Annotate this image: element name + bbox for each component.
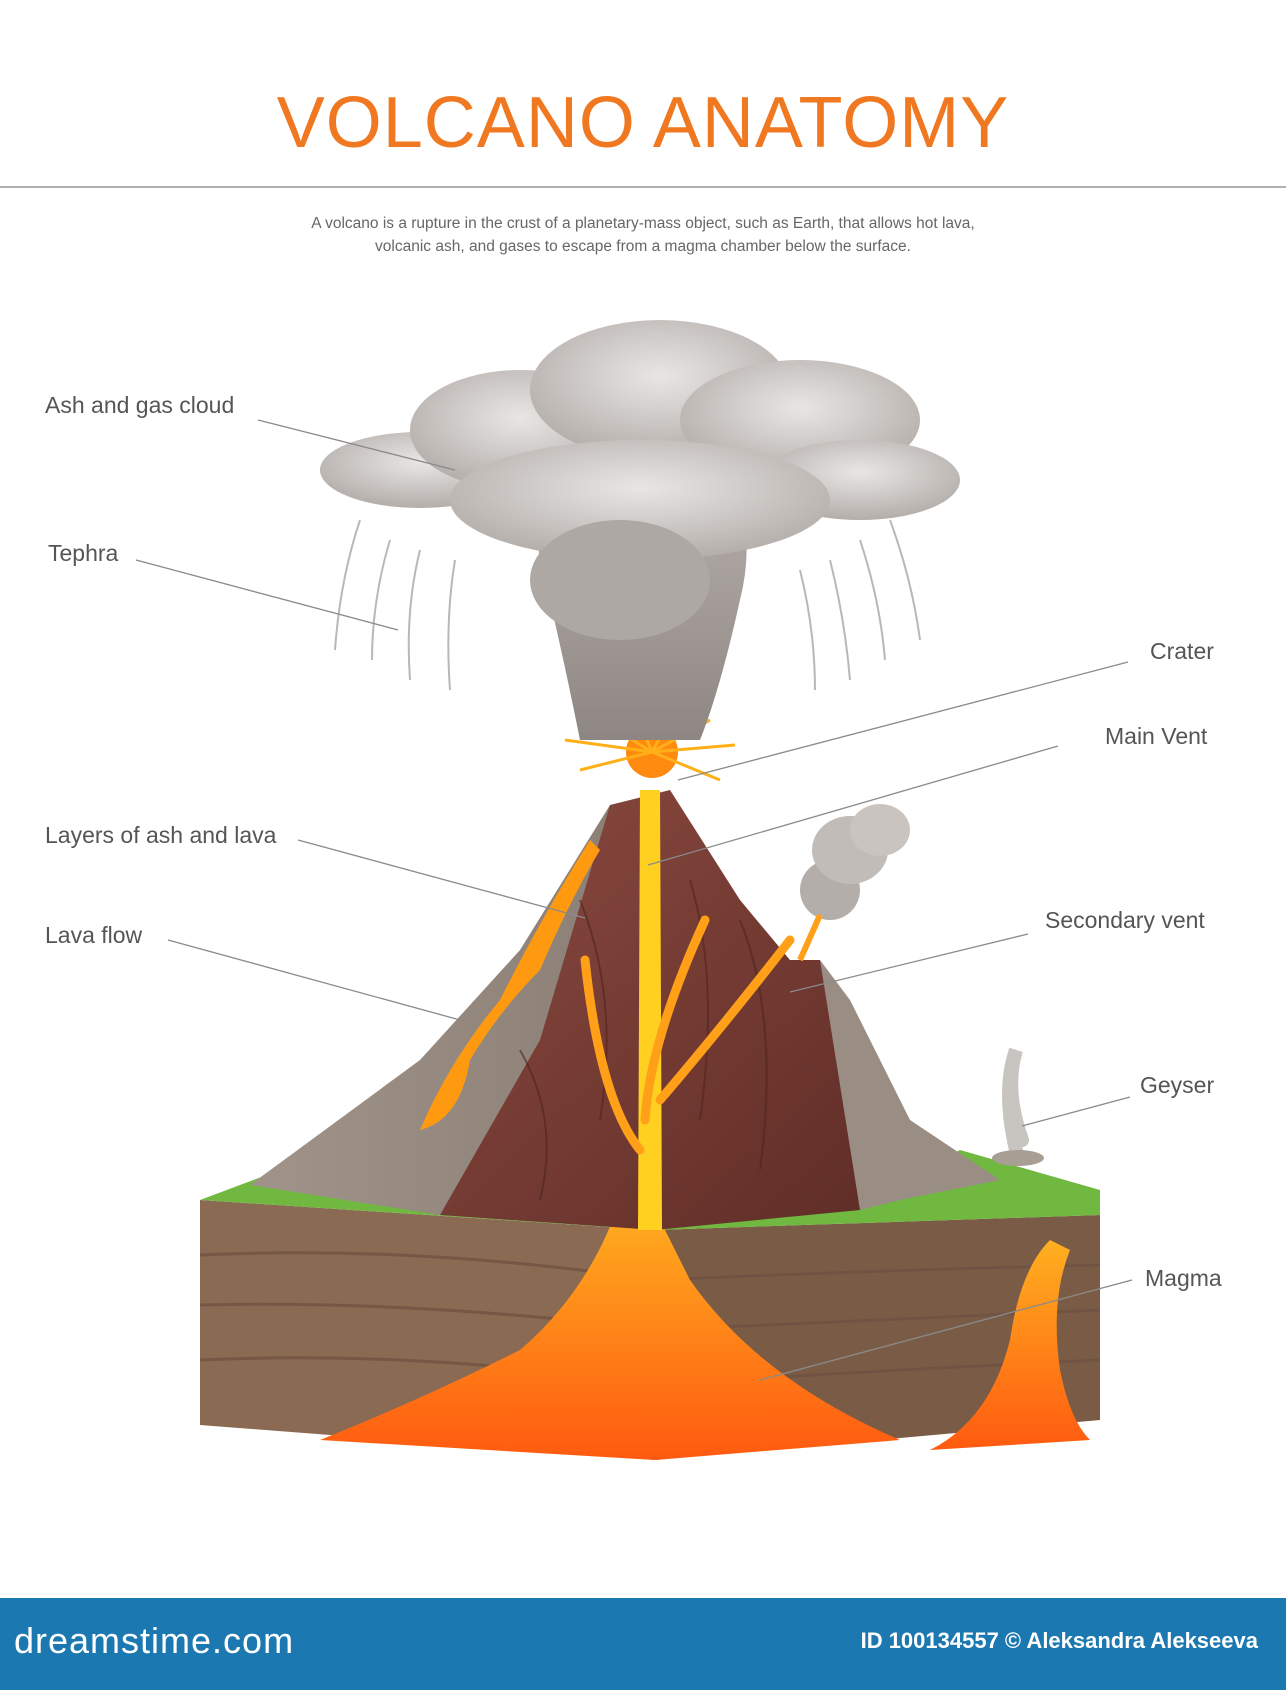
- leader-crater: [677, 661, 1129, 781]
- volcano-diagram: [135, 320, 1133, 1460]
- label-layers: Layers of ash and lava: [45, 822, 277, 848]
- description: A volcano is a rupture in the crust of a…: [200, 212, 1086, 258]
- leader-secondary-vent: [789, 933, 1029, 993]
- leader-ash-cloud: [257, 419, 456, 471]
- footer-credit: ID 100134557 © Aleksandra Alekseeva: [860, 1628, 1258, 1653]
- rock-layers: [519, 879, 768, 1201]
- label-magma: Magma: [1145, 1265, 1222, 1291]
- leader-magma: [759, 1279, 1133, 1381]
- label-crater: Crater: [1150, 638, 1214, 664]
- footer-bar: dreamstime.com ID 100134557 © Aleksandra…: [0, 1598, 1286, 1690]
- description-line-2: volcanic ash, and gases to escape from a…: [375, 238, 911, 255]
- tephra-streaks: [334, 519, 921, 691]
- leader-lava-flow: [167, 939, 461, 1021]
- strata-lines: [199, 1251, 1101, 1387]
- dike-branches: [580, 915, 795, 1155]
- main-vent-conduit: [638, 790, 662, 1230]
- lava-flow: [420, 840, 600, 1130]
- geyser-plume: [992, 1047, 1044, 1166]
- volcano-cone: [250, 699, 1000, 1230]
- leader-tephra: [135, 559, 399, 631]
- title-divider: [0, 186, 1286, 188]
- label-geyser: Geyser: [1140, 1072, 1215, 1098]
- magma-right-pocket: [930, 1240, 1090, 1450]
- footer-logo[interactable]: dreamstime.com: [14, 1620, 295, 1661]
- leader-layers: [297, 839, 586, 919]
- label-ash-cloud: Ash and gas cloud: [45, 392, 235, 418]
- leader-lines: [135, 419, 1133, 1381]
- magma-chamber: [320, 1200, 900, 1460]
- right-slope: [820, 960, 1000, 1210]
- label-main-vent: Main Vent: [1105, 723, 1208, 749]
- ash-cloud: [320, 320, 960, 740]
- label-tephra: Tephra: [48, 540, 119, 566]
- secondary-plume: [797, 804, 910, 962]
- leader-geyser: [1021, 1096, 1131, 1127]
- label-lava-flow: Lava flow: [45, 922, 143, 948]
- leader-main-vent: [647, 745, 1059, 866]
- description-line-1: A volcano is a rupture in the crust of a…: [311, 215, 975, 232]
- page-title: VOLCANO ANATOMY: [276, 83, 1010, 163]
- label-secondary-vent: Secondary vent: [1045, 907, 1205, 933]
